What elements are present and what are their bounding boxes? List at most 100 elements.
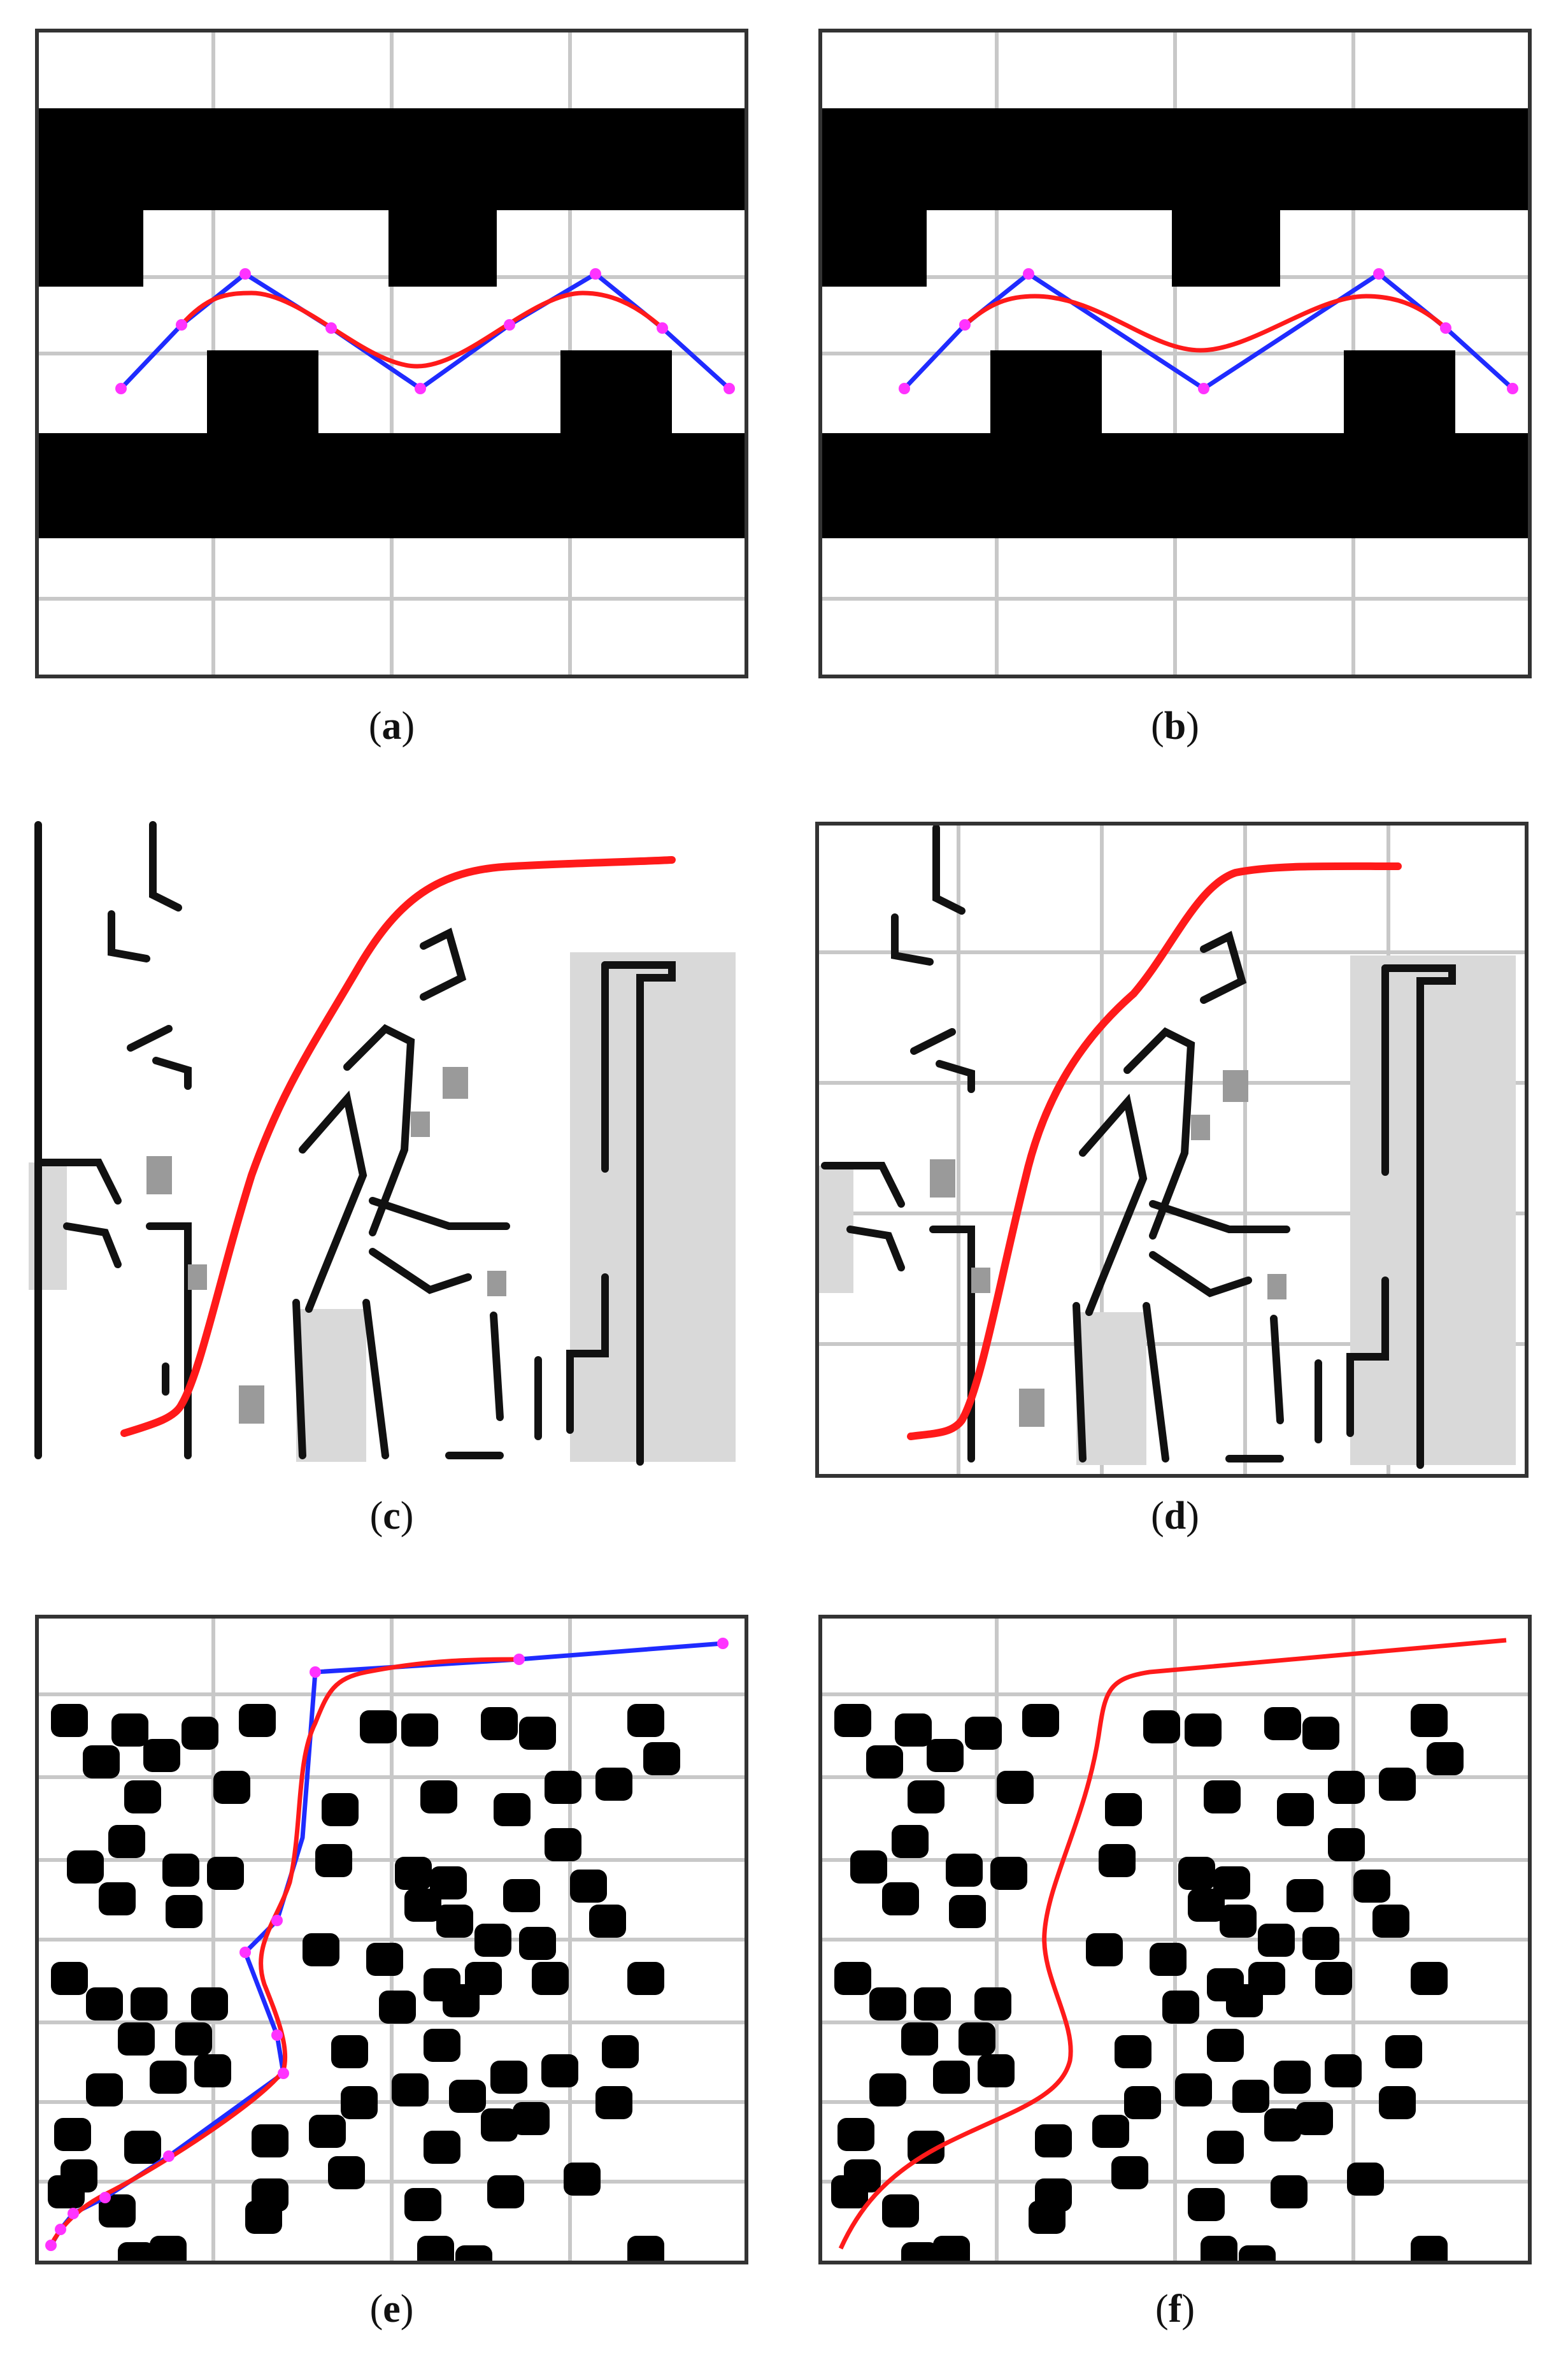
obstacle-block: [162, 1854, 199, 1887]
plot-b: [818, 29, 1532, 678]
obstacle-block: [1271, 2175, 1308, 2208]
caption-f: (f): [1155, 2287, 1195, 2331]
waypoint-markers: [45, 1638, 729, 2251]
obstacle-block: [1385, 2035, 1422, 2068]
obstacle-block: [328, 2156, 365, 2189]
obstacle-block: [118, 2242, 155, 2264]
obstacle-block: [1115, 2035, 1151, 2068]
obstacle-block: [194, 2054, 231, 2087]
obstacle-block: [1347, 2163, 1384, 2196]
obstacle-block: [481, 2108, 518, 2142]
obstacle-block: [532, 1962, 569, 1995]
obstacle-block: [481, 1707, 518, 1740]
caption-d: (d): [1151, 1494, 1199, 1538]
obstacle-block: [417, 2236, 454, 2264]
obstacle-block: [150, 2236, 187, 2264]
obstacle-block: [404, 1889, 441, 1922]
obstacle-block: [1220, 1905, 1257, 1938]
obstacle-field: [48, 1704, 680, 2264]
obstacle-block: [1411, 1704, 1448, 1737]
panel-a: [35, 29, 748, 678]
smoothed-path: [838, 1638, 1507, 2250]
obstacle-block: [449, 2080, 486, 2113]
obstacle-block: [303, 1933, 339, 1966]
unknown-area: [815, 955, 1516, 1465]
obstacle-block: [213, 1771, 250, 1804]
obstacle-block: [443, 1984, 480, 2017]
obstacle-block: [1143, 1710, 1180, 1743]
smoothed-path: [907, 862, 1402, 1440]
obstacle-block: [1201, 2236, 1237, 2264]
obstacle-block: [166, 1895, 203, 1928]
obstacle-block: [541, 2054, 578, 2087]
obstacle-block: [207, 1857, 244, 1890]
smoothed-path: [963, 294, 1448, 353]
obstacle-block: [1150, 1943, 1187, 1976]
map-walls: [34, 821, 676, 1466]
panel-e: [35, 1615, 748, 2264]
obstacle-block: [595, 1768, 632, 1801]
panel-f: [818, 1615, 1532, 2264]
obstacle-block: [401, 1713, 438, 1747]
obstacle-block: [869, 2073, 906, 2106]
obstacle-block: [1188, 2188, 1225, 2221]
obstacle-block: [1086, 1933, 1123, 1966]
smoothed-path: [120, 856, 676, 1437]
obstacle-block: [424, 2029, 460, 2062]
obstacle-block: [882, 1882, 919, 1915]
obstacle-block: [589, 1905, 626, 1938]
obstacle-block: [1162, 1991, 1199, 2024]
obstacle-block: [1207, 2029, 1244, 2062]
obstacle-block: [978, 2054, 1015, 2087]
obstacle-block: [322, 1793, 359, 1826]
obstacle-block: [990, 1857, 1027, 1890]
obstacle-block: [1325, 2054, 1362, 2087]
caption-c: (c): [369, 1494, 414, 1538]
obstacle-block: [54, 2118, 91, 2151]
obstacle-block: [490, 2061, 527, 2094]
obstacle-block: [627, 2236, 664, 2264]
obstacle-block: [892, 1825, 929, 1858]
obstacle-block: [595, 2086, 632, 2119]
obstacle-block: [901, 2242, 938, 2264]
caption-e: (e): [369, 2287, 414, 2331]
obstacle-block: [111, 1713, 148, 1747]
obstacle-block: [124, 2131, 161, 2164]
obstacle-block: [1353, 1870, 1390, 1903]
obstacle-block: [487, 2175, 524, 2208]
obstacle-block: [1124, 2086, 1161, 2119]
obstacle-block: [404, 2188, 441, 2221]
obstacle-block: [379, 1991, 416, 2024]
obstacle-block: [1175, 2073, 1212, 2106]
obstacle-field: [831, 1704, 1464, 2264]
panel-b: [818, 29, 1532, 678]
obstacle-block: [1178, 1857, 1215, 1890]
obstacle-block: [99, 2194, 136, 2228]
obstacle-block: [436, 1905, 473, 1938]
obstacle-block: [850, 1850, 887, 1884]
obstacle-block: [424, 2131, 460, 2164]
smoothed-path: [180, 290, 664, 369]
obstacle-block: [150, 2061, 187, 2094]
obstacle-block: [51, 1704, 88, 1737]
obstacle-block: [1185, 1713, 1222, 1747]
panel-c: [29, 819, 748, 1475]
obstacle-block: [1302, 1717, 1339, 1750]
obstacle-block: [1092, 2115, 1129, 2148]
obstacle-block: [252, 2178, 289, 2212]
obstacle-block: [1315, 1962, 1352, 1995]
obstacle-block: [143, 1739, 180, 1772]
obstacle-block: [1372, 1905, 1409, 1938]
obstacle-block: [545, 1828, 581, 1861]
grey-noise: [146, 1067, 506, 1424]
obstacle-block: [1258, 1924, 1295, 1957]
obstacle-block: [837, 2118, 874, 2151]
obstacle-block: [494, 1793, 531, 1826]
obstacle-block: [844, 2159, 881, 2192]
obstacle-block: [519, 1717, 556, 1750]
obstacle-block: [67, 1850, 104, 1884]
obstacle-block: [564, 2163, 601, 2196]
obstacle-block: [1105, 1793, 1142, 1826]
obstacle-block: [643, 1742, 680, 1775]
obstacle-block: [1232, 2080, 1269, 2113]
